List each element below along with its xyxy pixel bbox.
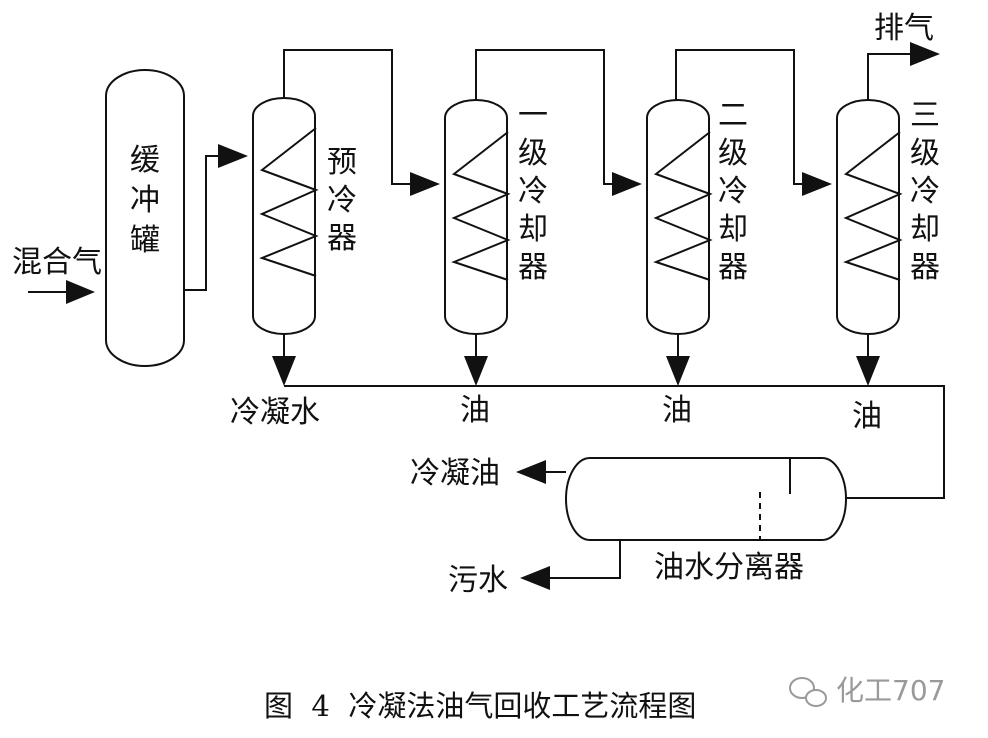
feed-label: 混合气 bbox=[12, 245, 102, 280]
buffer-tank-label: 缓 冲 罐 bbox=[130, 143, 160, 258]
arrow-into-cooler3 bbox=[802, 172, 832, 196]
pipe-precooler-to-cooler1 bbox=[283, 49, 412, 185]
figure-caption: 图 4 冷凝法油气回收工艺流程图 bbox=[264, 689, 696, 723]
svg-text:一: 一 bbox=[518, 98, 548, 133]
cooler2-outlet-arrow bbox=[666, 356, 690, 386]
collection-header-pipe bbox=[284, 385, 945, 499]
pipe-cooler2-to-cooler3 bbox=[675, 49, 804, 185]
svg-text:冲: 冲 bbox=[130, 183, 160, 218]
vent-pipe bbox=[867, 53, 912, 100]
condensed-oil-label: 冷凝油 bbox=[410, 456, 500, 491]
cooler1-coil bbox=[451, 131, 511, 281]
watermark: 化工707 bbox=[789, 674, 945, 707]
buffer-tank bbox=[105, 69, 185, 367]
separator-label: 油水分离器 bbox=[654, 550, 804, 585]
svg-text:冷: 冷 bbox=[518, 174, 548, 209]
svg-text:器: 器 bbox=[910, 250, 940, 285]
watermark-text: 化工707 bbox=[836, 674, 945, 707]
cooler1-outlet-arrow bbox=[464, 356, 488, 386]
arrow-into-cooler1 bbox=[410, 172, 440, 196]
oil-water-separator bbox=[565, 457, 847, 541]
svg-text:预: 预 bbox=[327, 145, 357, 180]
svg-text:冷: 冷 bbox=[327, 183, 357, 218]
cooler2-coil bbox=[653, 131, 713, 281]
cooler3-label: 三 级 冷 却 器 bbox=[910, 98, 940, 285]
wechat-icon bbox=[789, 677, 827, 707]
vent-arrow bbox=[910, 42, 940, 66]
oil-label-1: 油 bbox=[460, 393, 490, 428]
svg-text:缓: 缓 bbox=[130, 143, 160, 178]
condensed-oil-arrow bbox=[516, 460, 546, 484]
precooler-vessel bbox=[252, 97, 316, 335]
svg-text:却: 却 bbox=[910, 212, 940, 247]
cooler2-label: 二 级 冷 却 器 bbox=[718, 98, 748, 285]
pipe-buffer-to-precooler bbox=[184, 155, 228, 291]
svg-text:器: 器 bbox=[518, 250, 548, 285]
pipe-cooler1-to-cooler2 bbox=[475, 49, 614, 185]
svg-text:级: 级 bbox=[910, 136, 940, 171]
svg-text:二: 二 bbox=[718, 98, 748, 133]
precooler-label: 预 冷 器 bbox=[327, 145, 357, 256]
waste-water-pipe bbox=[546, 540, 621, 579]
arrow-into-cooler2 bbox=[612, 172, 642, 196]
precooler-outlet-arrow bbox=[272, 356, 296, 386]
svg-text:却: 却 bbox=[718, 212, 748, 247]
svg-text:器: 器 bbox=[327, 221, 357, 256]
waste-water-label: 污水 bbox=[448, 563, 508, 598]
vent-label: 排气 bbox=[874, 11, 934, 46]
svg-text:却: 却 bbox=[518, 212, 548, 247]
cooler3-coil bbox=[843, 131, 903, 281]
cooler1-label: 一 级 冷 却 器 bbox=[518, 98, 548, 285]
precooler-coil bbox=[259, 127, 319, 277]
feed-arrow bbox=[66, 280, 95, 304]
condensed-water-label: 冷凝水 bbox=[230, 395, 320, 430]
svg-text:三: 三 bbox=[910, 98, 940, 133]
svg-text:级: 级 bbox=[718, 136, 748, 171]
waste-water-arrow bbox=[520, 566, 550, 590]
cooler3-outlet-arrow bbox=[856, 356, 880, 386]
svg-text:器: 器 bbox=[718, 250, 748, 285]
svg-text:冷: 冷 bbox=[718, 174, 748, 209]
arrow-into-precooler bbox=[218, 144, 248, 168]
svg-text:冷: 冷 bbox=[910, 174, 940, 209]
svg-text:级: 级 bbox=[518, 136, 548, 171]
oil-label-3: 油 bbox=[852, 399, 882, 434]
oil-label-2: 油 bbox=[662, 393, 692, 428]
svg-text:罐: 罐 bbox=[130, 223, 160, 258]
